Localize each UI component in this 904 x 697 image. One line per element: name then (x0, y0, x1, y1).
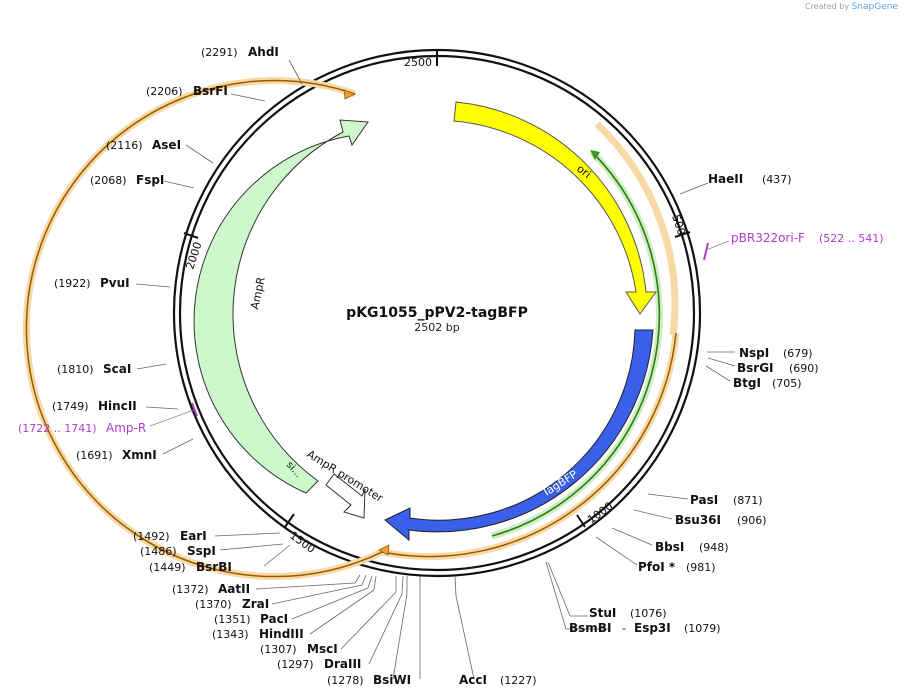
enzyme-acci-name: AccI (459, 673, 487, 687)
enzyme-btgi-name: BtgI (733, 376, 761, 390)
enzyme-draiii-name: DraIII (324, 657, 361, 671)
enzyme-haeii-pos: (437) (762, 173, 792, 186)
primer-amp-r-range: (1722 .. 1741) (18, 422, 97, 435)
enzyme-hincii-pos: (1749) (52, 400, 89, 413)
enzyme-zrai-pos: (1370) (195, 598, 232, 611)
enzyme-sspi-pos: (1486) (140, 545, 177, 558)
tick-2000-mark (183, 232, 199, 239)
enzyme-stui-pos: (1076) (630, 607, 667, 620)
tick-500-mark (674, 231, 691, 238)
enzyme-stui-name: StuI (589, 606, 616, 620)
enzyme-esp3i-pos: (1079) (684, 622, 721, 635)
orf-right-line (381, 332, 677, 558)
orf-left-arrow (343, 89, 357, 100)
enzyme-hincii-name: HincII (98, 399, 137, 413)
enzyme-eari-pos: (1492) (133, 530, 170, 543)
enzyme-msci-name: MscI (307, 642, 338, 656)
enzyme-nspi-pos: (679) (783, 347, 813, 360)
enzyme-bbsi-pos: (948) (699, 541, 729, 554)
enzyme-ahdi-pos: (2291) (201, 46, 238, 59)
enzyme-aatii-name: AatII (218, 582, 250, 596)
tick-1500-mark (284, 513, 295, 528)
feature-ampr-promoter (325, 473, 366, 519)
tick-1000-mark (576, 514, 586, 528)
orf-green-line (491, 151, 661, 537)
primer-amp-r-leader (149, 409, 195, 427)
tick-label-2500: 2500 (404, 56, 432, 69)
enzyme-haeii-name: HaeII (708, 172, 743, 186)
enzyme-scai-pos: (1810) (57, 363, 94, 376)
enzyme-leaders (135, 59, 736, 680)
enzyme-bsiwi-pos: (1278) (327, 674, 364, 687)
enzyme-hindiii-pos: (1343) (212, 628, 249, 641)
tick-label-2000: 2000 (183, 240, 204, 271)
feature-ampr-label: AmpR (248, 275, 268, 310)
enzyme-msci-pos: (1307) (260, 643, 297, 656)
enzyme-acci-pos: (1227) (500, 674, 537, 687)
enzyme-bsmbi-name: BsmBI (569, 621, 611, 635)
enzyme-xmni-pos: (1691) (76, 449, 113, 462)
primer-pbr322ori-f-mark (703, 242, 709, 261)
enzyme-pvui-name: PvuI (100, 276, 130, 290)
enzyme-bsrbi-pos: (1449) (149, 561, 186, 574)
orf-right-arrow (378, 544, 390, 556)
enzyme-draiii-pos: (1297) (277, 658, 314, 671)
enzyme-fspi-name: FspI (136, 173, 164, 187)
primer-pbr322ori-f-range: (522 .. 541) (819, 232, 884, 245)
enzyme-eari-name: EarI (180, 529, 207, 543)
enzyme-bsrfi-pos: (2206) (146, 85, 183, 98)
primer-pbr322ori-f-leader (705, 240, 730, 251)
orf-green-arrow (590, 150, 600, 160)
plasmid-size: 2502 bp (414, 321, 459, 334)
enzyme-aatii-pos: (1372) (172, 583, 209, 596)
enzyme-xmni-name: XmnI (122, 448, 157, 462)
enzyme-esp3i-name: Esp3I (634, 621, 671, 635)
enzyme-bsu36i-name: Bsu36I (675, 513, 721, 527)
primer-pbr322ori-f-name: pBR322ori-F (731, 231, 805, 245)
snapgene-logo: SnapGene (851, 2, 898, 12)
enzyme-pvui-pos: (1922) (54, 277, 91, 290)
enzyme-ahdi-name: AhdI (248, 45, 279, 59)
primer-amp-r-name: Amp-R (106, 421, 146, 435)
enzyme-hindiii-name: HindIII (259, 627, 304, 641)
enzyme-bsrfi-name: BsrFI (193, 84, 228, 98)
enzyme-asei-name: AseI (152, 138, 181, 152)
enzyme-bsu36i-pos: (906) (737, 514, 767, 527)
tick-label-500: 500 (669, 213, 688, 237)
enzyme-nspi-name: NspI (739, 346, 769, 360)
enzyme-paci-name: PacI (260, 612, 288, 626)
enzyme-pasi-pos: (871) (733, 494, 763, 507)
orf-outer-top-halo (594, 121, 679, 336)
enzyme-paci-pos: (1351) (214, 613, 251, 626)
feature-ampr (193, 119, 369, 494)
feature-ori (453, 101, 657, 315)
feature-tagbfp (384, 329, 654, 542)
primer-amp-r-mark (191, 402, 198, 417)
enzyme-bsrbi-name: BsrBI (196, 560, 232, 574)
enzyme-btgi-pos: (705) (772, 377, 802, 390)
enzyme-bsiwi-name: BsiWI (373, 673, 411, 687)
enzyme-bsrgi-name: BsrGI (737, 361, 774, 375)
enzyme-zrai-name: ZraI (242, 597, 269, 611)
enzyme-pfoi-name: PfoI * (638, 560, 676, 574)
backbone-outer (172, 48, 702, 578)
enzyme-fspi-pos: (2068) (90, 174, 127, 187)
enzyme-sspi-name: SspI (187, 544, 216, 558)
enzyme-esp-separator: - (622, 622, 626, 635)
enzyme-pfoi-pos: (981) (686, 561, 716, 574)
enzyme-pasi-name: PasI (690, 493, 718, 507)
orf-left-line (25, 79, 383, 578)
enzyme-asei-pos: (2116) (106, 139, 143, 152)
enzyme-bsrgi-pos: (690) (789, 362, 819, 375)
enzyme-bbsi-name: BbsI (655, 540, 684, 554)
snapgene-brand: Created by SnapGene (805, 2, 898, 12)
enzyme-scai-name: ScaI (103, 362, 131, 376)
plasmid-name: pKG1055_pPV2-tagBFP (346, 305, 528, 321)
